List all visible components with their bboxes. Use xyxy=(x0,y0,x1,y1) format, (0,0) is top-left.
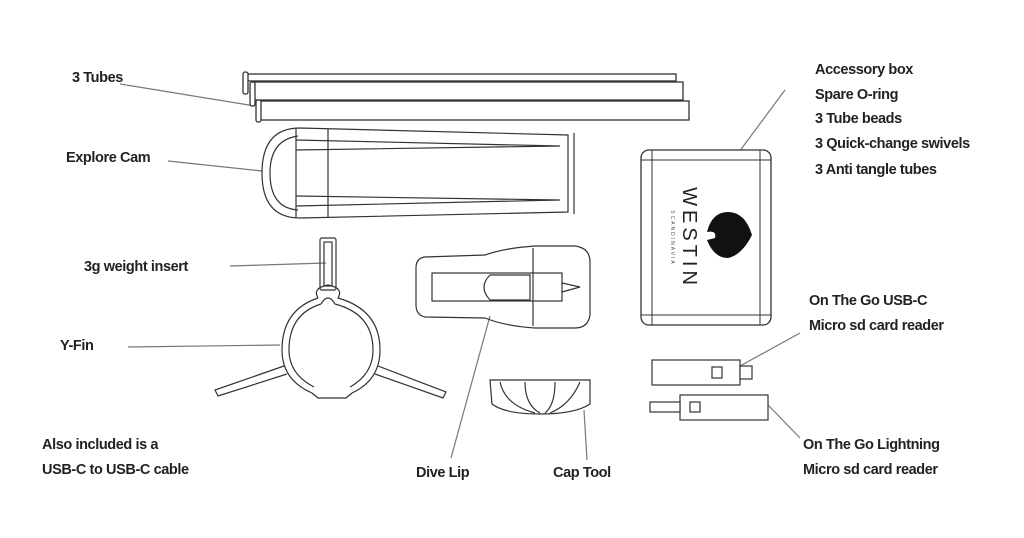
label-cap-tool: Cap Tool xyxy=(553,465,611,481)
tube-3 xyxy=(258,100,690,121)
label-usbc-reader-1: On The Go USB-C xyxy=(809,293,928,309)
leader-dive-lip xyxy=(450,315,491,459)
label-lightning-reader-1: On The Go Lightning xyxy=(803,437,940,453)
lightning-reader xyxy=(679,394,769,421)
label-explore-cam: Explore Cam xyxy=(66,150,151,166)
label-y-fin: Y-Fin xyxy=(60,338,94,354)
tube-2 xyxy=(252,81,684,101)
y-fin-drawing xyxy=(214,237,447,399)
accessory-item: 3 Quick-change swivels xyxy=(815,136,970,152)
label-usbc-reader-2: Micro sd card reader xyxy=(809,318,944,334)
svg-text:WESTIN: WESTIN xyxy=(678,187,700,289)
leader-tubes xyxy=(119,83,256,107)
accessory-item: 3 Tube beads xyxy=(815,111,902,127)
label-tubes: 3 Tubes xyxy=(72,70,123,86)
accessory-box-drawing: WESTIN SCANDINAVIA xyxy=(640,149,772,326)
usbc-reader xyxy=(651,359,741,386)
cap-tool-drawing xyxy=(489,379,591,415)
accessory-item: Accessory box xyxy=(815,62,913,78)
dive-lip-drawing xyxy=(415,245,591,329)
leader-explore-cam xyxy=(167,160,263,172)
label-lightning-reader-2: Micro sd card reader xyxy=(803,462,938,478)
label-also-included-1: Also included is a xyxy=(42,437,159,453)
westin-logo: WESTIN SCANDINAVIA xyxy=(669,187,700,289)
leader-y-fin xyxy=(127,344,281,348)
tube-1 xyxy=(245,73,677,82)
label-dive-lip: Dive Lip xyxy=(416,465,470,481)
tubes-drawing xyxy=(242,71,690,123)
label-also-included-2: USB-C to USB-C cable xyxy=(42,462,189,478)
leader-cap-tool xyxy=(583,409,588,461)
leader-lightning-reader xyxy=(767,404,801,439)
fish-logo-icon xyxy=(707,212,752,258)
accessory-item: Spare O-ring xyxy=(815,87,899,103)
explore-cam-drawing xyxy=(261,127,575,219)
svg-text:SCANDINAVIA: SCANDINAVIA xyxy=(669,210,675,266)
leader-weight-insert xyxy=(229,262,327,267)
leader-usbc-reader xyxy=(739,332,801,367)
label-weight-insert: 3g weight insert xyxy=(84,259,188,275)
sd-readers-drawing xyxy=(649,359,769,421)
accessory-item: 3 Anti tangle tubes xyxy=(815,162,937,178)
